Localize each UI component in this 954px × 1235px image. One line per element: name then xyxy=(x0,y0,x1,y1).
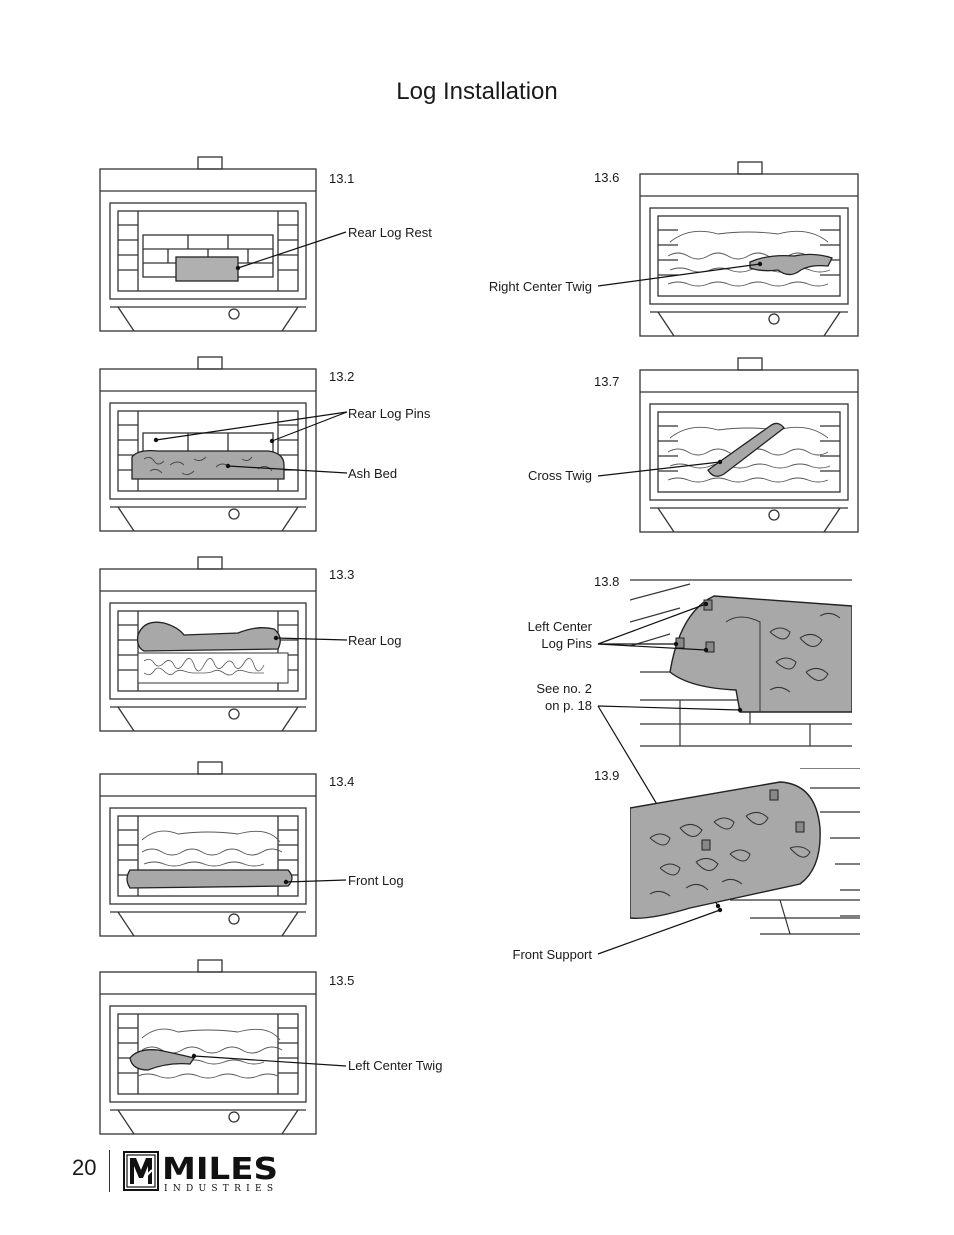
figure-number: 13.7 xyxy=(594,374,620,389)
logo-wordmark: MILES xyxy=(162,1152,278,1187)
page-number: 20 xyxy=(72,1155,97,1180)
left-center-log-shape xyxy=(669,595,852,713)
figure-number: 13.9 xyxy=(594,768,620,783)
label-rear-log-rest: Rear Log Rest xyxy=(348,225,432,240)
label-front-log: Front Log xyxy=(348,873,404,888)
figure-number: 13.4 xyxy=(329,774,355,789)
right-center-twig-shape xyxy=(749,253,833,276)
label-right-center-twig: Right Center Twig xyxy=(488,279,592,294)
leader-line xyxy=(191,1053,347,1067)
label-rear-log: Rear Log xyxy=(348,633,402,648)
figure-13-7-fireplace xyxy=(639,357,859,533)
ash-bed-shape xyxy=(131,449,285,480)
figure-13-5-fireplace xyxy=(99,959,317,1135)
front-log-closeup-shape xyxy=(630,781,821,919)
rear-log-rest-shape xyxy=(175,256,239,282)
figure-13-4-fireplace xyxy=(99,761,317,937)
leader-line xyxy=(273,635,348,641)
left-center-twig-shape xyxy=(129,1049,196,1071)
leader-line xyxy=(597,907,723,955)
cross-twig-shape xyxy=(707,422,785,477)
figure-13-8-closeup xyxy=(630,579,852,747)
footer-divider xyxy=(109,1150,110,1192)
page-title: Log Installation xyxy=(396,78,558,105)
label-rear-log-pins: Rear Log Pins xyxy=(348,406,431,421)
figure-number: 13.3 xyxy=(329,567,355,582)
figure-number: 13.2 xyxy=(329,369,355,384)
label-cross-twig: Cross Twig xyxy=(527,468,592,483)
figure-13-3-fireplace xyxy=(99,556,317,732)
figure-number: 13.8 xyxy=(594,574,620,589)
front-log-shape xyxy=(126,869,293,889)
label-ash-bed: Ash Bed xyxy=(348,466,398,481)
figure-13-9-closeup xyxy=(630,768,860,935)
figure-number: 13.6 xyxy=(594,170,620,185)
figure-number: 13.1 xyxy=(329,171,355,186)
label-left-center-log-pins: Left Center Log Pins xyxy=(527,619,592,651)
leader-line xyxy=(235,231,347,271)
leader-line xyxy=(597,459,723,477)
figure-13-2-fireplace xyxy=(99,356,317,532)
figure-13-6-fireplace xyxy=(639,161,859,337)
leader-lines xyxy=(153,411,348,474)
leader-line xyxy=(283,879,347,885)
label-see-note: See no. 2 on p. 18 xyxy=(536,681,592,713)
figure-number: 13.5 xyxy=(329,973,355,988)
label-left-center-twig: Left Center Twig xyxy=(348,1058,443,1073)
leader-line xyxy=(597,261,763,287)
label-front-support: Front Support xyxy=(512,947,593,962)
rear-log-shape xyxy=(136,621,281,652)
miles-industries-logo: MILES INDUSTRIES xyxy=(123,1151,278,1194)
logo-subtitle: INDUSTRIES xyxy=(164,1184,276,1194)
figure-13-1-fireplace xyxy=(99,156,317,332)
